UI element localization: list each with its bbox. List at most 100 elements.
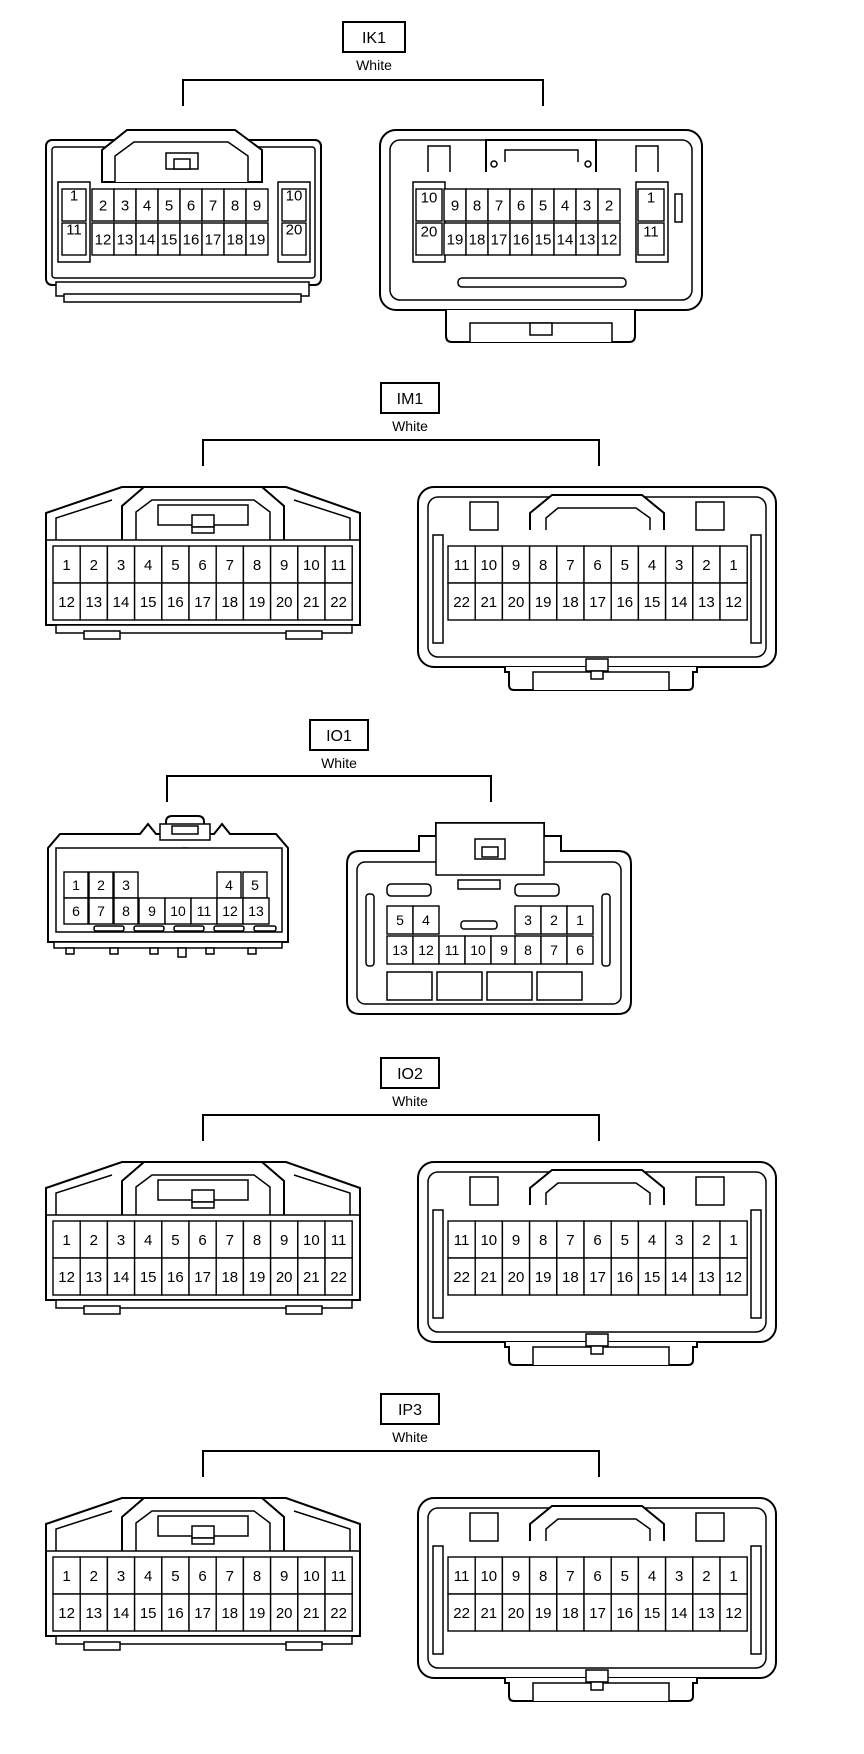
pin-number: 20: [276, 594, 293, 611]
pin-cell: [566, 935, 594, 965]
pin-number: 6: [72, 903, 80, 919]
pin-number: 10: [480, 1232, 497, 1249]
pin-number: 4: [648, 1568, 656, 1585]
pin-cell: [161, 1593, 190, 1632]
pin-number: 1: [62, 1568, 70, 1585]
pin-number: 8: [539, 1568, 547, 1585]
pin-cell: [324, 1593, 353, 1632]
pin-number: 12: [725, 594, 742, 611]
pin-number: 3: [524, 912, 532, 928]
pin-number: 19: [249, 1605, 266, 1622]
connector-io1-female: [346, 822, 632, 1015]
pin-cell: [52, 1556, 81, 1595]
pin-cell: [297, 1257, 326, 1296]
pin-number: 4: [143, 197, 151, 214]
pin-cell: [242, 1556, 272, 1595]
pin-cell: [297, 1220, 326, 1259]
pin-number: 5: [165, 197, 173, 214]
pin-cell: [161, 1556, 190, 1595]
pin-number: 13: [392, 942, 408, 958]
connector-label: IK1: [362, 30, 386, 47]
pin-number: 3: [117, 1232, 125, 1249]
pin-number: 2: [90, 557, 98, 574]
connector-label-box: [342, 21, 406, 53]
pin-number: 4: [144, 557, 152, 574]
pin-number: 15: [140, 594, 157, 611]
pin-number: 1: [729, 557, 737, 574]
pin-cell: [637, 582, 667, 621]
pin-number: 3: [122, 877, 130, 893]
pin-cell: [719, 1257, 748, 1296]
pin-cell: [415, 188, 443, 222]
pin-cell: [242, 1220, 272, 1259]
pin-number: 4: [144, 1232, 152, 1249]
pin-number: 19: [249, 1269, 266, 1286]
pin-cell: [79, 1593, 109, 1632]
pin-number: 2: [90, 1232, 98, 1249]
pin-number: 14: [671, 594, 688, 611]
pin-number: 3: [675, 1232, 683, 1249]
pin-number: 15: [644, 1269, 661, 1286]
pin-number: 16: [616, 594, 633, 611]
pin-cell: [610, 1593, 640, 1632]
pin-number: 17: [205, 231, 222, 248]
pin-number: 21: [480, 1269, 497, 1286]
pin-cell: [637, 1556, 667, 1595]
pin-number: 21: [303, 1605, 320, 1622]
connector-label-box: [380, 1393, 440, 1425]
pin-cell: [719, 1593, 748, 1632]
pin-number: 18: [469, 231, 486, 248]
pin-cell: [133, 1593, 163, 1632]
pin-cell: [242, 1257, 272, 1296]
pin-number: 11: [454, 1568, 470, 1585]
pin-number: 5: [171, 1232, 179, 1249]
pin-number: 12: [418, 942, 434, 958]
pin-number: 6: [198, 1232, 206, 1249]
pin-cell: [447, 545, 476, 584]
bracket-line: [166, 775, 492, 802]
pin-cell: [297, 582, 326, 621]
pin-cell: [61, 222, 87, 256]
pin-cell: [637, 188, 665, 222]
pin-number: 14: [139, 231, 156, 248]
pin-number: 5: [171, 1568, 179, 1585]
pin-number: 6: [187, 197, 195, 214]
pin-number: 8: [122, 903, 130, 919]
pin-number: 3: [583, 197, 591, 214]
pin-number: 12: [58, 594, 75, 611]
pin-number: 9: [148, 903, 156, 919]
pin-number: 14: [557, 231, 574, 248]
pin-number: 4: [144, 1568, 152, 1585]
pin-number: 17: [194, 1605, 211, 1622]
pin-number: 13: [117, 231, 134, 248]
pin-cell: [474, 582, 504, 621]
pin-number: 10: [303, 557, 320, 574]
connector-label: IM1: [397, 391, 424, 408]
pin-number: 20: [276, 1605, 293, 1622]
pin-cell: [637, 222, 665, 256]
pin-number: 2: [605, 197, 613, 214]
pin-number: 9: [512, 1568, 520, 1585]
pin-number: 22: [330, 1269, 347, 1286]
pin-cell: [297, 545, 326, 584]
pin-number: 20: [276, 1269, 293, 1286]
pin-number: 15: [644, 594, 661, 611]
pin-number: 6: [593, 1568, 601, 1585]
pin-number: 11: [454, 557, 470, 574]
pin-cell: [133, 582, 163, 621]
pin-number: 12: [95, 231, 112, 248]
pin-cell: [324, 1257, 353, 1296]
pin-number: 1: [576, 912, 584, 928]
pin-number: 19: [535, 1269, 552, 1286]
pin-number: 5: [251, 877, 259, 893]
pin-cell: [242, 897, 270, 925]
pin-number: 8: [253, 557, 261, 574]
pin-number: 19: [535, 594, 552, 611]
pin-number: 13: [579, 231, 596, 248]
pin-number: 7: [226, 1232, 234, 1249]
pin-number: 16: [183, 231, 200, 248]
